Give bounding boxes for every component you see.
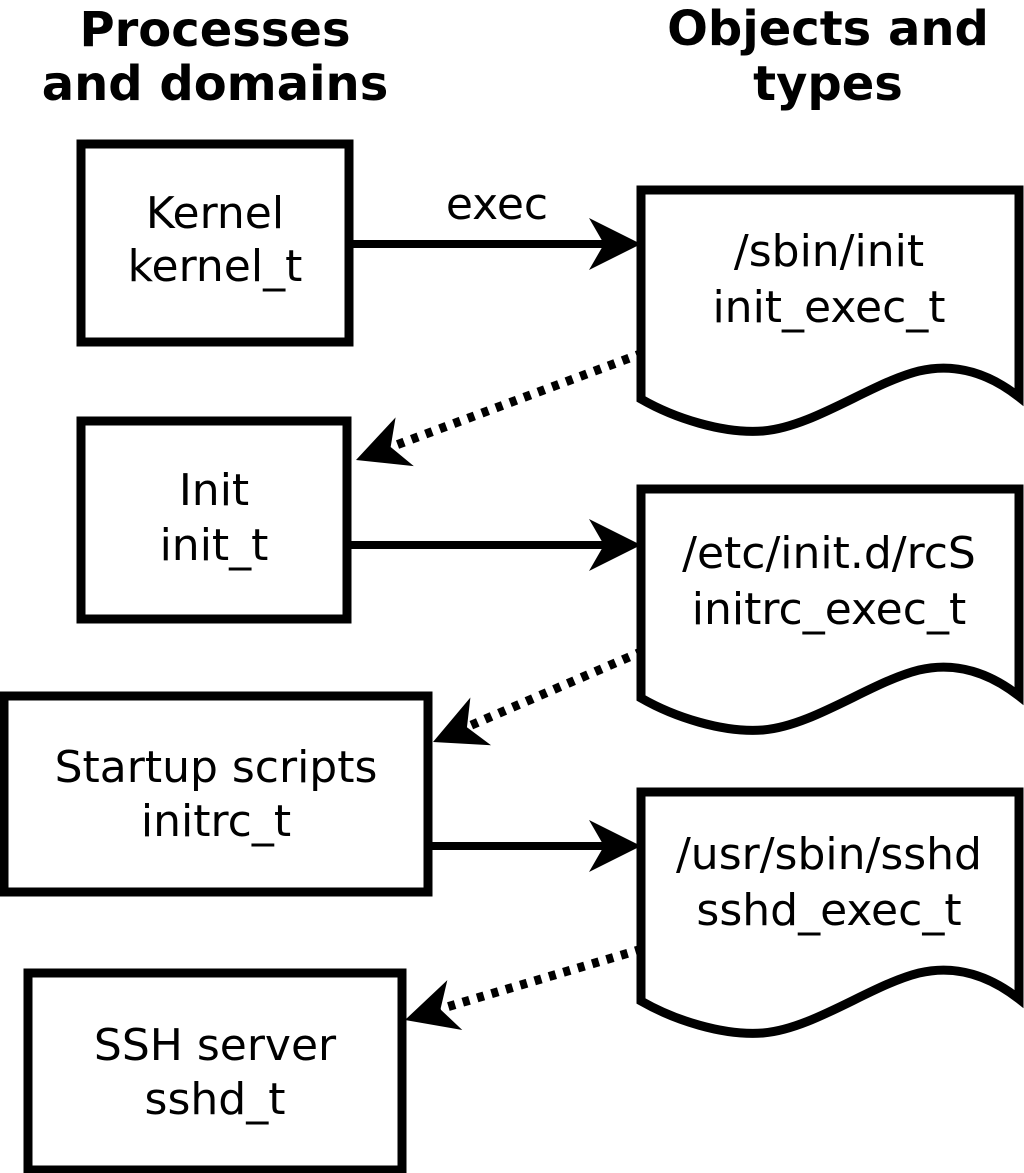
- object-document-sbin-init: /sbin/init init_exec_t: [636, 185, 1024, 436]
- etc-initd-rcs-path-label: /etc/init.d/rcS: [682, 528, 976, 579]
- left-column-title-line2: and domains: [42, 56, 389, 112]
- process-box-ssh-server: SSH server sshd_t: [23, 968, 407, 1173]
- ssh-server-box-rect: [23, 968, 407, 1173]
- transition-arrowhead-1-icon: [356, 417, 414, 467]
- exec-arrowhead-1-icon: [589, 218, 641, 270]
- kernel-name-label: Kernel: [146, 188, 284, 239]
- transition-arrow-line-3: [438, 944, 644, 1014]
- exec-arrowhead-2-icon: [589, 519, 641, 571]
- exec-arrow-kernel-to-sbin-init: exec: [352, 179, 641, 270]
- transition-arrow-sshd-to-ssh-server: [405, 944, 644, 1030]
- etc-initd-rcs-document-shape: [636, 484, 1024, 735]
- right-column-title-line2: types: [753, 56, 903, 112]
- ssh-server-name-label: SSH server: [94, 1020, 337, 1071]
- transition-arrowhead-3-icon: [405, 980, 463, 1030]
- startup-scripts-box-rect: [0, 691, 433, 897]
- usr-sbin-sshd-type-label: sshd_exec_t: [696, 885, 961, 936]
- transition-arrow-rcs-to-startup: [433, 646, 645, 746]
- kernel-box-rect: [76, 139, 354, 347]
- transition-arrow-line-2: [465, 646, 645, 732]
- sbin-init-document-shape: [636, 185, 1024, 436]
- right-column-title-line1: Objects and: [667, 1, 989, 57]
- etc-initd-rcs-type-label: initrc_exec_t: [692, 584, 966, 635]
- usr-sbin-sshd-document-shape: [636, 787, 1024, 1038]
- kernel-domain-label: kernel_t: [128, 241, 303, 292]
- object-document-etc-initd-rcs: /etc/init.d/rcS initrc_exec_t: [636, 484, 1024, 735]
- init-box-rect: [76, 416, 352, 624]
- exec-arrow-label: exec: [446, 179, 548, 230]
- exec-arrow-startup-to-sshd: [430, 820, 641, 872]
- exec-arrow-init-to-rcs: [350, 519, 641, 571]
- sbin-init-type-label: init_exec_t: [712, 282, 945, 333]
- usr-sbin-sshd-path-label: /usr/sbin/sshd: [676, 829, 982, 880]
- transition-arrow-sbin-init-to-init: [356, 348, 645, 467]
- process-box-startup-scripts: Startup scripts initrc_t: [0, 691, 433, 897]
- transition-arrowhead-2-icon: [433, 697, 492, 746]
- init-domain-label: init_t: [160, 520, 269, 571]
- ssh-server-domain-label: sshd_t: [145, 1074, 286, 1125]
- left-column-title-line1: Processes: [79, 2, 350, 58]
- init-name-label: Init: [179, 465, 249, 516]
- process-box-kernel: Kernel kernel_t: [76, 139, 354, 347]
- column-headers: Processes and domains Objects and types: [42, 1, 989, 112]
- process-box-init: Init init_t: [76, 416, 352, 624]
- exec-arrowhead-3-icon: [589, 820, 641, 872]
- object-document-usr-sbin-sshd: /usr/sbin/sshd sshd_exec_t: [636, 787, 1024, 1038]
- startup-scripts-name-label: Startup scripts: [55, 742, 378, 793]
- startup-scripts-domain-label: initrc_t: [141, 796, 291, 847]
- sbin-init-path-label: /sbin/init: [734, 226, 924, 277]
- transition-arrow-line-1: [389, 348, 645, 452]
